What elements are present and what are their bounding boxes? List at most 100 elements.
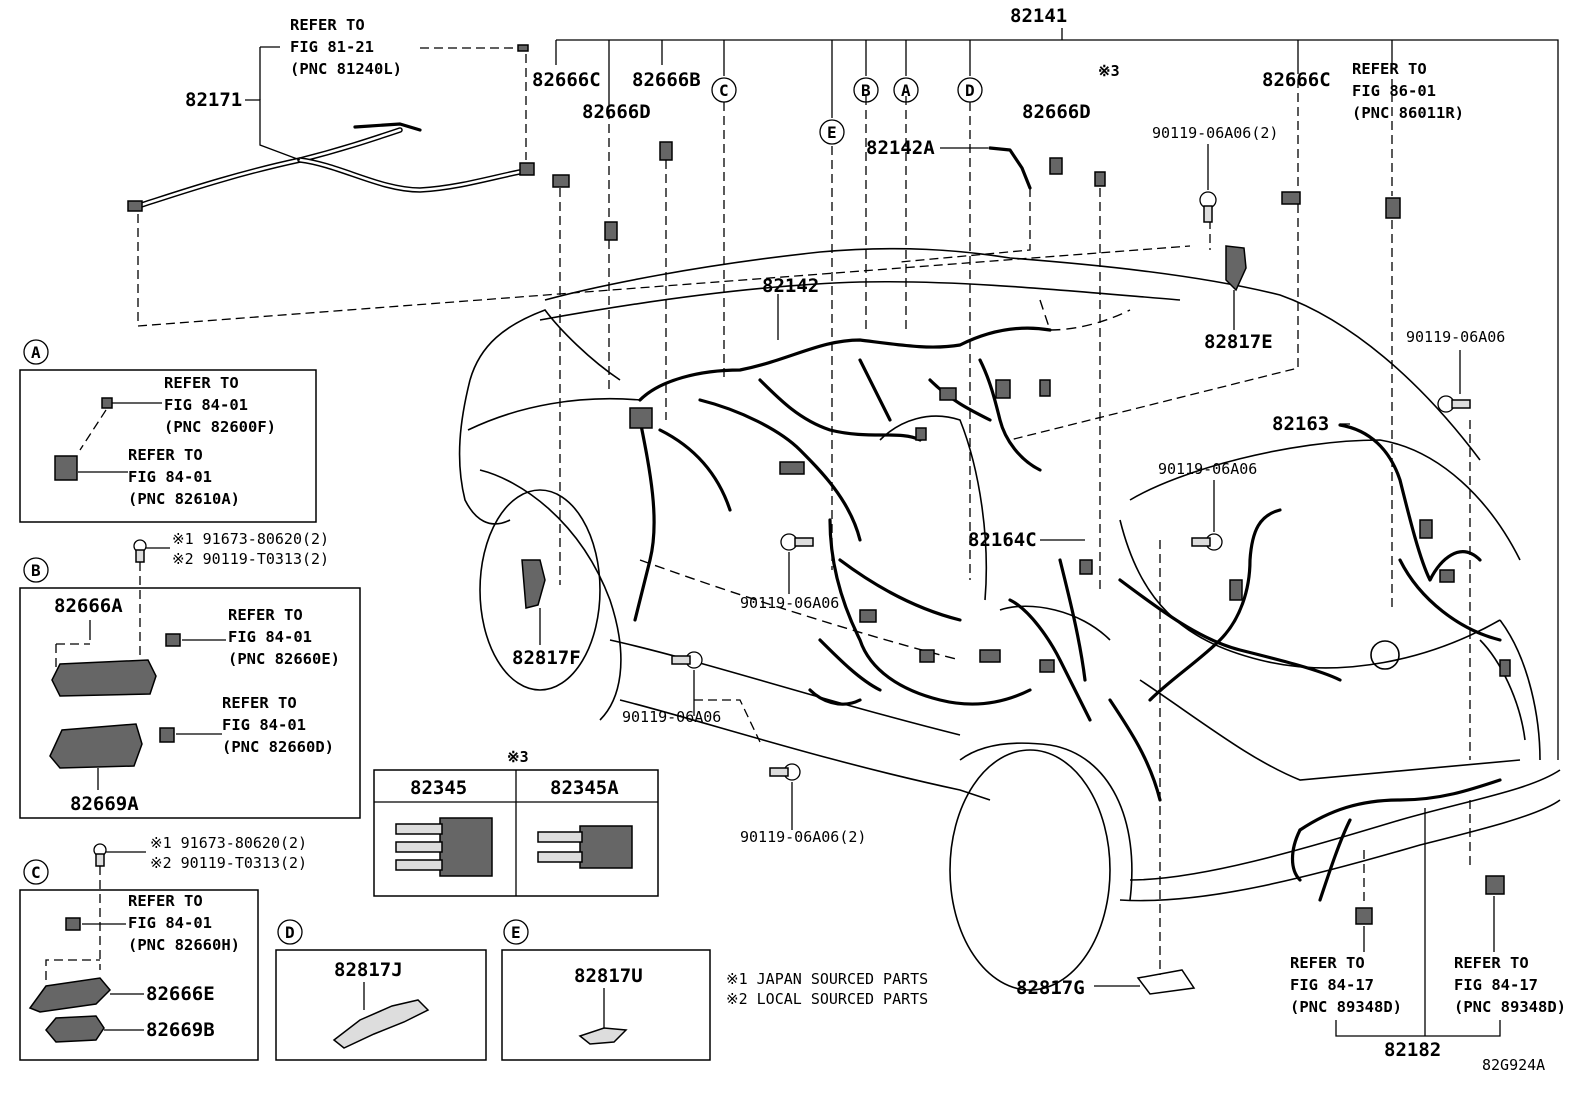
part-number-82163[interactable]: 82163 <box>1272 413 1329 435</box>
part-number-82669b[interactable]: 82669B <box>146 1019 215 1041</box>
ref-label: (PNC 89348D) <box>1454 998 1566 1016</box>
callout-d-box: D 82817J <box>275 919 487 1061</box>
ref-label: REFER TO <box>164 374 239 392</box>
ref-label: (PNC 81240L) <box>290 60 402 78</box>
part-number-82164c[interactable]: 82164C <box>968 529 1037 551</box>
part-number-82141[interactable]: 82141 <box>1010 5 1067 27</box>
fuse-table: ※3 82345 82345A <box>373 748 659 897</box>
part-number-82817e[interactable]: 82817E <box>1204 331 1273 353</box>
clamp-82817j-icon[interactable] <box>332 999 430 1049</box>
ref-label: FIG 84-01 <box>128 468 212 486</box>
ref-label: FIG 81-21 <box>290 38 374 56</box>
connector-82666b-icon <box>659 141 673 161</box>
connector-82666d-icon <box>604 221 618 241</box>
connector-icon <box>1229 579 1243 601</box>
part-number-82666e[interactable]: 82666E <box>146 983 215 1005</box>
bolt-90119-06a06-right[interactable] <box>1437 395 1471 413</box>
part-number-82666d[interactable]: 82666D <box>582 101 651 123</box>
connector-icon <box>1499 659 1511 677</box>
ref-label: REFER TO <box>128 446 203 464</box>
part-number-82666c[interactable]: 82666C <box>532 69 601 91</box>
part-number-82817f[interactable]: 82817F <box>512 647 581 669</box>
part-number-82817g[interactable]: 82817G <box>1016 977 1085 999</box>
bolt-90119-06a06-mid[interactable] <box>780 533 814 551</box>
connector-icon <box>65 917 81 931</box>
tape-82817g-icon[interactable] <box>1136 969 1196 995</box>
ref-label: (PNC 86011R) <box>1352 104 1464 122</box>
connector-82666c-right-icon <box>1281 191 1301 205</box>
connector-icon <box>1039 379 1051 397</box>
fuse-82345a-icon[interactable] <box>537 825 633 869</box>
part-number-82182[interactable]: 82182 <box>1384 1039 1441 1061</box>
part-number-82666d-right[interactable]: 82666D <box>1022 101 1091 123</box>
harness-82142a[interactable] <box>988 146 1032 190</box>
ref-label: (PNC 82610A) <box>128 490 240 508</box>
bolt-label: 90119-06A06(2) <box>1152 124 1278 142</box>
connector-icon <box>54 455 78 481</box>
svg-text:A: A <box>31 343 41 362</box>
connector-icon <box>159 727 175 743</box>
relay-block-82669b-icon[interactable] <box>45 1015 105 1043</box>
bolt-90119-06a06-center[interactable] <box>1191 533 1223 551</box>
part-number-82817j[interactable]: 82817J <box>334 959 403 981</box>
connector-icon <box>915 427 927 441</box>
connector-icon <box>979 649 1001 663</box>
bolt-90119-06a06-2-bottom[interactable] <box>769 763 801 781</box>
ref-label: FIG 84-01 <box>128 914 212 932</box>
part-number-82669a[interactable]: 82669A <box>70 793 139 815</box>
bolt-label: 90119-06A06 <box>1406 328 1505 346</box>
legend-local: ※2 LOCAL SOURCED PARTS <box>726 990 928 1008</box>
connector-82666c-icon <box>552 174 570 188</box>
callout-b-box: ※1 91673-80620(2) ※2 90119-T0313(2) B 82… <box>19 530 361 819</box>
connector-icon <box>519 162 535 176</box>
harness-82142[interactable] <box>629 326 1052 622</box>
part-number-82666c-right[interactable]: 82666C <box>1262 69 1331 91</box>
part-number-82345[interactable]: 82345 <box>410 777 467 799</box>
svg-text:D: D <box>285 923 295 942</box>
junction-block-82666a-icon[interactable] <box>51 659 157 697</box>
svg-text:C: C <box>719 81 729 100</box>
harness-82164c[interactable] <box>808 518 1093 722</box>
bolt-label: 90119-06A06(2) <box>740 828 866 846</box>
screw-icon <box>133 539 147 563</box>
connector-icon <box>1485 875 1505 895</box>
fuse-icon <box>1094 171 1106 187</box>
ref-label: (PNC 89348D) <box>1290 998 1402 1016</box>
part-number-82171[interactable]: 82171 <box>185 89 242 111</box>
bolt-90119-06a06-2-top[interactable] <box>1199 191 1217 223</box>
bolt-90119-06a06-left[interactable] <box>671 651 703 669</box>
note-label: ※1 91673-80620(2) <box>150 834 307 852</box>
ref-label: (PNC 82660E) <box>228 650 340 668</box>
part-number-82666b[interactable]: 82666B <box>632 69 701 91</box>
relay-block-82666e-icon[interactable] <box>28 977 112 1013</box>
note-label: ※2 90119-T0313(2) <box>172 550 329 568</box>
ref-label: FIG 86-01 <box>1352 82 1436 100</box>
clamp-82817u-icon[interactable] <box>578 1027 628 1045</box>
connector-86011r-icon <box>1385 197 1401 219</box>
part-number-82817u[interactable]: 82817U <box>574 965 643 987</box>
bolt-label: 90119-06A06 <box>1158 460 1257 478</box>
ref-label: REFER TO <box>1454 954 1529 972</box>
protector-82817e-icon[interactable] <box>1225 245 1247 292</box>
screw-icon <box>93 843 107 867</box>
ref-label: REFER TO <box>290 16 365 34</box>
protector-82817f-icon[interactable] <box>521 559 546 609</box>
harness-82163[interactable] <box>1108 423 1511 802</box>
part-number-82142a[interactable]: 82142A <box>866 137 935 159</box>
connector-icon <box>1355 907 1373 925</box>
part-number-82142[interactable]: 82142 <box>762 275 819 297</box>
connector-icon <box>165 633 181 647</box>
svg-text:E: E <box>827 123 837 142</box>
table-mark: ※3 <box>507 748 529 766</box>
junction-block-82669a-icon[interactable] <box>49 723 143 769</box>
callout-a-box: A REFER TO FIG 84-01 (PNC 82600F) REFER … <box>19 339 317 523</box>
ref-label: REFER TO <box>1352 60 1427 78</box>
harness-82182[interactable] <box>1290 778 1505 925</box>
svg-text:E: E <box>511 923 521 942</box>
part-number-82666a[interactable]: 82666A <box>54 595 123 617</box>
svg-text:D: D <box>965 81 975 100</box>
part-number-82345a[interactable]: 82345A <box>550 777 619 799</box>
fuse-82345-icon[interactable] <box>395 817 493 877</box>
connector-icon <box>127 200 143 212</box>
